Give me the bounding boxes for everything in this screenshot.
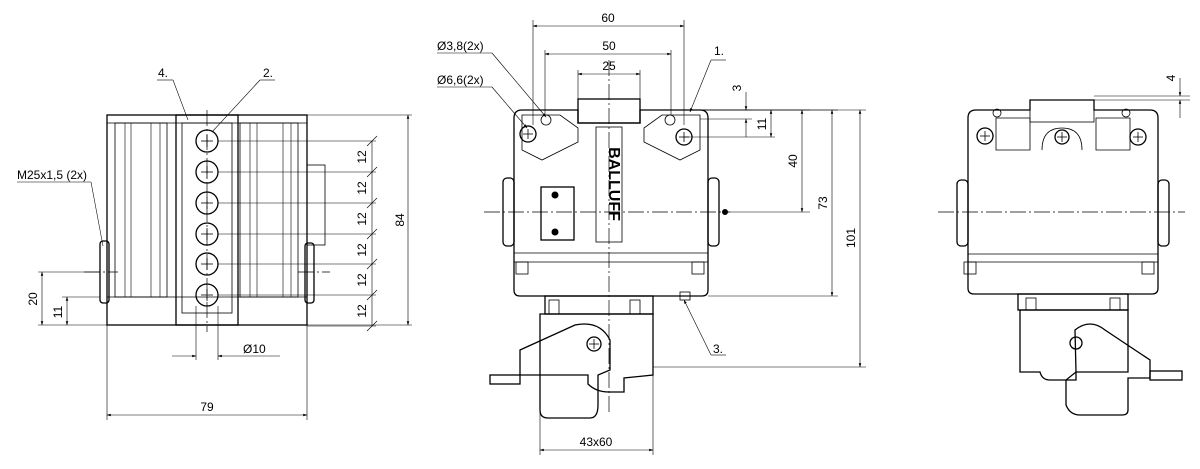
rear-body-outline <box>967 99 1159 295</box>
rear-actuator-head <box>1065 323 1151 416</box>
callout-3: 3. <box>713 342 723 356</box>
head-neck <box>544 295 654 315</box>
brand-logo: BALLUFF <box>605 147 622 221</box>
rear-hole-left <box>976 127 994 145</box>
front-view: BALLUFF 60 50 <box>437 11 866 455</box>
rear-gland-left <box>956 179 969 247</box>
cable-gland-right <box>304 242 315 304</box>
dim-led-diameter: Ø10 <box>243 342 266 356</box>
dim-4: 4 <box>1164 74 1178 81</box>
dim-101: 101 <box>844 228 858 248</box>
dim-pitch-2: 12 <box>355 181 369 195</box>
front-body-outline <box>513 109 709 297</box>
dim-43x60: 43x60 <box>580 435 613 449</box>
callout-1: 1. <box>714 44 724 58</box>
rear-view: 4 <box>938 74 1190 416</box>
mount-hole-left <box>519 125 537 143</box>
dim-pitch-6: 12 <box>355 304 369 318</box>
dim-84: 84 <box>393 213 407 227</box>
name-plate <box>540 186 575 241</box>
side-view: 79 84 12 12 12 12 12 12 20 <box>17 66 412 420</box>
label-hole-small: Ø3,8(2x) <box>437 39 484 53</box>
dim-79: 79 <box>200 400 214 414</box>
dim-11b: 11 <box>755 117 769 130</box>
dim-3: 3 <box>730 84 744 91</box>
dim-20: 20 <box>26 292 40 306</box>
dim-60: 60 <box>601 11 615 25</box>
actuator-head <box>519 323 611 419</box>
rear-head-lever <box>1149 370 1183 381</box>
dim-pitch-3: 12 <box>355 212 369 226</box>
label-hole-large: Ø6,6(2x) <box>437 73 484 87</box>
dim-pitch-4: 12 <box>355 243 369 257</box>
callout-4: 4. <box>158 66 168 80</box>
dim-73: 73 <box>816 196 830 210</box>
dim-pitch-1: 12 <box>355 150 369 164</box>
pitch-dimensions: 12 12 12 12 12 12 <box>355 150 369 318</box>
dim-11: 11 <box>51 305 65 318</box>
dim-pitch-5: 12 <box>355 273 369 287</box>
head-lever <box>489 374 521 385</box>
dim-50: 50 <box>602 39 616 53</box>
callout-2: 2. <box>263 66 273 80</box>
rear-hole-right <box>1129 128 1147 146</box>
rear-gland-right <box>1157 179 1170 247</box>
dim-40: 40 <box>786 154 800 168</box>
dim-25: 25 <box>602 59 616 73</box>
label-cable-entry: M25x1,5 (2x) <box>17 168 87 182</box>
